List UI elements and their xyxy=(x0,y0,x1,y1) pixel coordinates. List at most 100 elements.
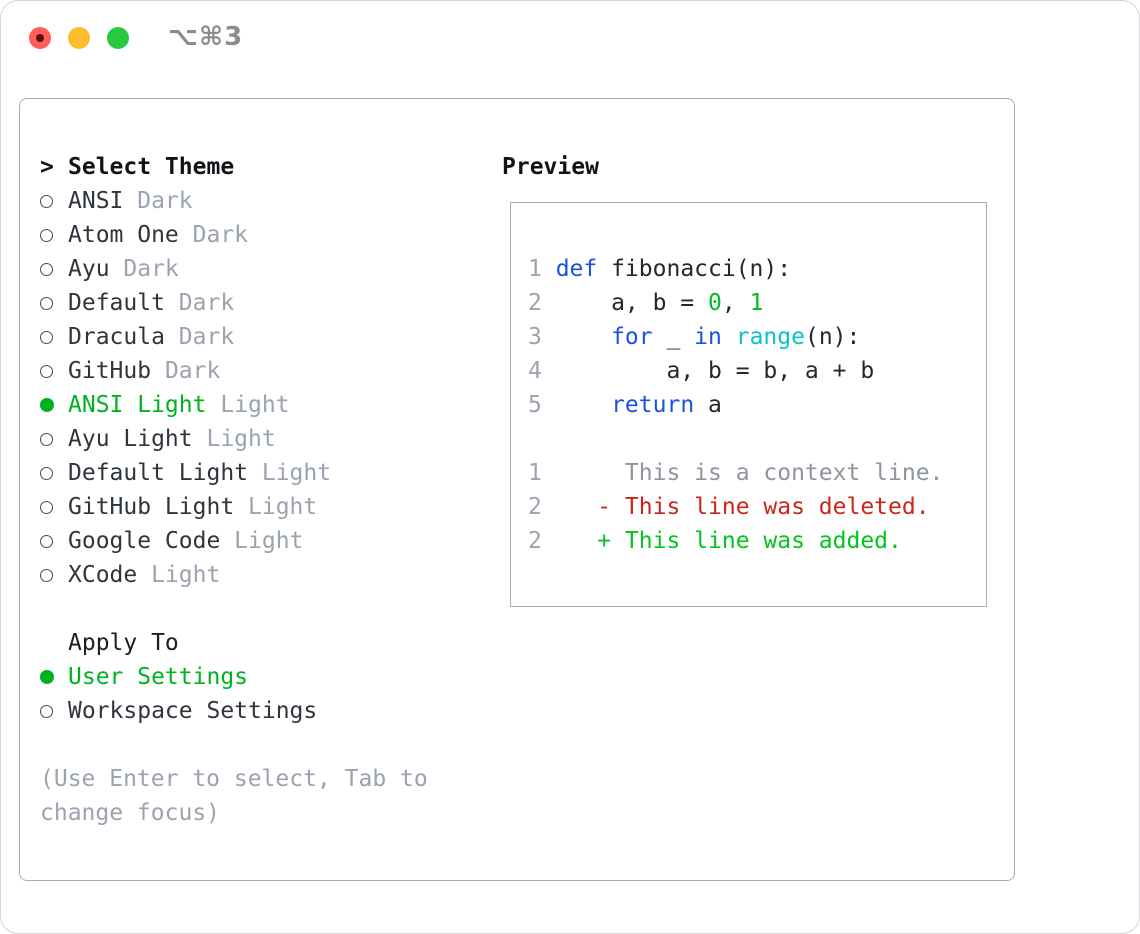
theme-option-tag: Light xyxy=(206,426,276,452)
code-segment: in xyxy=(694,324,722,350)
radio-slot xyxy=(40,466,68,480)
radio-icon xyxy=(40,432,53,446)
preview-header: Preview xyxy=(502,154,599,180)
code-segment: for xyxy=(611,324,653,350)
radio-slot xyxy=(40,296,68,310)
help-text: (Use Enter to select, Tab to change focu… xyxy=(40,762,428,830)
code-segment xyxy=(556,324,611,350)
code-segment: This is a context line. xyxy=(555,460,944,486)
theme-option-tag: Dark xyxy=(164,358,221,384)
theme-option[interactable]: Default Light Light xyxy=(40,456,428,490)
radio-slot xyxy=(40,500,68,514)
theme-option[interactable]: XCode Light xyxy=(40,558,428,592)
code-segment: 1 xyxy=(749,290,764,316)
apply-option-label: Workspace Settings xyxy=(68,698,318,724)
theme-option[interactable]: Atom One Dark xyxy=(40,218,428,252)
theme-option-label: GitHub Light xyxy=(68,494,235,520)
theme-option-label: Atom One xyxy=(68,222,179,248)
line-number: 2 xyxy=(528,290,542,316)
theme-option-label: Dracula xyxy=(68,324,165,350)
theme-option[interactable]: GitHub Dark xyxy=(40,354,428,388)
close-dot-icon xyxy=(36,34,44,42)
theme-option-tag: Dark xyxy=(178,290,235,316)
radio-icon xyxy=(40,398,54,412)
spacer xyxy=(40,592,428,626)
maximize-button[interactable] xyxy=(107,27,129,49)
theme-panel: > Select Theme ANSI Dark Atom One Dark A… xyxy=(40,150,428,830)
theme-list: ANSI Dark Atom One Dark Ayu Dark Default… xyxy=(40,184,428,592)
radio-icon xyxy=(40,296,53,310)
line-number: 1 xyxy=(528,460,542,486)
theme-option[interactable]: Ayu Dark xyxy=(40,252,428,286)
radio-icon xyxy=(40,534,53,548)
minimize-button[interactable] xyxy=(68,27,90,49)
theme-option-tag: Dark xyxy=(192,222,249,248)
radio-slot xyxy=(40,534,68,548)
radio-icon xyxy=(40,500,53,514)
code-segment: fibonacci(n): xyxy=(597,256,792,282)
theme-option-tag: Light xyxy=(248,494,318,520)
theme-option[interactable]: Ayu Light Light xyxy=(40,422,428,456)
theme-option[interactable]: GitHub Light Light xyxy=(40,490,428,524)
radio-slot xyxy=(40,194,68,208)
code-line xyxy=(528,422,986,456)
radio-slot xyxy=(40,670,68,684)
code-segment xyxy=(722,324,736,350)
radio-slot xyxy=(40,262,68,276)
radio-icon xyxy=(40,330,53,344)
apply-option[interactable]: Workspace Settings xyxy=(40,694,428,728)
code-segment xyxy=(556,392,611,418)
line-number: 1 xyxy=(528,256,542,282)
theme-option-label: Ayu xyxy=(68,256,110,282)
apply-to-title: Apply To xyxy=(68,630,179,656)
radio-slot xyxy=(40,330,68,344)
code-segment: a xyxy=(694,392,722,418)
help-line: (Use Enter to select, Tab to xyxy=(40,766,428,792)
code-segment: return xyxy=(611,392,695,418)
radio-icon xyxy=(40,228,53,242)
code-line: 5 return a xyxy=(528,388,986,422)
theme-option-label: Ayu Light xyxy=(68,426,193,452)
theme-option-tag: Light xyxy=(261,460,332,486)
theme-option-label: Google Code xyxy=(68,528,221,554)
code-segment: a, b = b, a + b xyxy=(555,358,875,384)
theme-option[interactable]: Dracula Dark xyxy=(40,320,428,354)
traffic-lights xyxy=(29,27,129,49)
radio-slot xyxy=(40,228,68,242)
spacer xyxy=(40,728,428,762)
code-segment: , xyxy=(721,290,750,316)
theme-option-label: ANSI Light xyxy=(68,392,207,418)
code-segment: + This line was added. xyxy=(555,528,902,554)
theme-option-tag: Light xyxy=(151,562,221,588)
theme-option-tag: Dark xyxy=(178,324,235,350)
theme-option[interactable]: Google Code Light xyxy=(40,524,428,558)
prompt-caret-icon: > xyxy=(40,154,54,180)
radio-slot xyxy=(40,568,68,582)
radio-icon xyxy=(40,364,53,378)
radio-slot xyxy=(40,704,68,718)
code-line: 2 - This line was deleted. xyxy=(528,490,986,524)
select-theme-title: Select Theme xyxy=(68,154,235,180)
code-line: 4 a, b = b, a + b xyxy=(528,354,986,388)
theme-dialog: > Select Theme ANSI Dark Atom One Dark A… xyxy=(19,98,1015,881)
close-button[interactable] xyxy=(29,27,51,49)
code-segment: range xyxy=(735,324,805,350)
code-segment: def xyxy=(555,256,598,282)
code-segment: _ xyxy=(652,324,695,350)
code-line: 1 This is a context line. xyxy=(528,456,986,490)
line-number: 2 xyxy=(528,528,542,554)
apply-option[interactable]: User Settings xyxy=(40,660,428,694)
theme-option-tag: Dark xyxy=(123,256,179,282)
theme-option-label: Default Light xyxy=(68,460,249,486)
theme-option[interactable]: ANSI Dark xyxy=(40,184,428,218)
code-segment: (n): xyxy=(804,324,861,350)
line-number: 3 xyxy=(528,324,542,350)
theme-option[interactable]: Default Dark xyxy=(40,286,428,320)
line-number: 5 xyxy=(528,392,542,418)
theme-option[interactable]: ANSI Light Light xyxy=(40,388,428,422)
line-number: 4 xyxy=(528,358,542,384)
select-theme-header: > Select Theme xyxy=(40,150,428,184)
theme-option-tag: Light xyxy=(234,528,304,554)
